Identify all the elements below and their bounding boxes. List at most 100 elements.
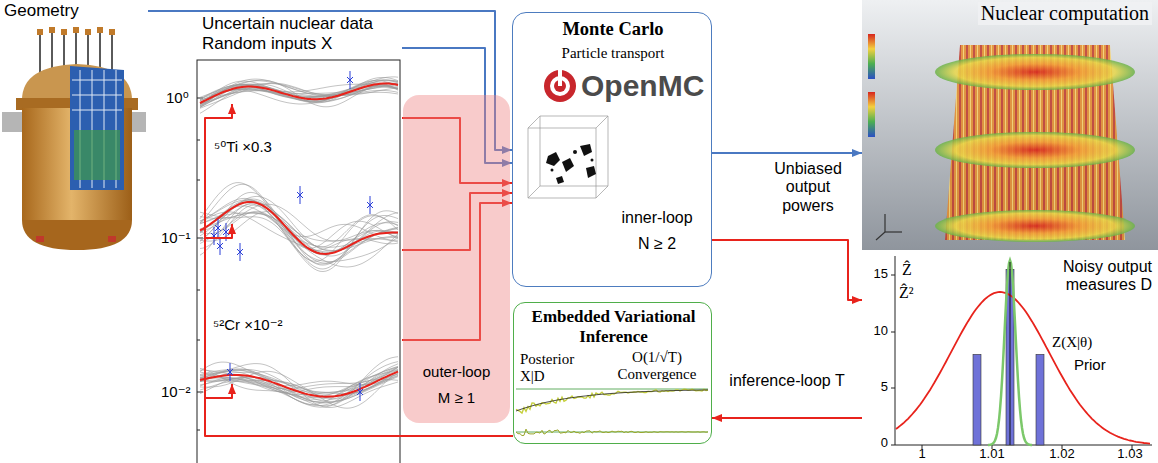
sample-curve [200, 184, 398, 261]
reactor-illustration [97, 27, 103, 33]
estimate-line [1010, 262, 1011, 445]
axis-tick: 0 [862, 436, 888, 451]
particle-scatter [573, 150, 577, 154]
reactor-illustration [37, 27, 115, 35]
connector-line [712, 152, 862, 154]
core-rendering [876, 232, 885, 240]
reactor-illustration [2, 27, 146, 250]
particle-scatter [528, 116, 608, 198]
measure-bar [1036, 354, 1044, 445]
geometry-panel: Geometry [0, 0, 148, 250]
mean-curve [200, 84, 398, 104]
measure-chart [891, 256, 1152, 449]
connector [712, 240, 862, 300]
reactor-illustration [61, 29, 67, 35]
data-point [217, 237, 223, 255]
posterior-note: Posterior X|D [520, 351, 592, 386]
sample-curve [200, 203, 398, 255]
cross-section-plot [197, 340, 200, 341]
core-rendering [935, 54, 1135, 90]
box-title: Embedded Variational Inference [519, 307, 708, 346]
data-point [367, 196, 373, 214]
particle-scatter [562, 158, 574, 172]
cross-section-plot [197, 60, 400, 463]
data-point [227, 363, 233, 381]
measure-chart [891, 332, 895, 333]
posterior-curve [988, 260, 1032, 445]
particle-scatter [546, 152, 560, 166]
data-point [357, 383, 363, 401]
cross-section-plot [197, 238, 203, 239]
chart-panel: Noisy output measures D [862, 252, 1158, 463]
axis-tick: 10⁰ [166, 89, 189, 106]
axis-tick: 10⁻¹ [161, 229, 191, 246]
reactor-illustration [73, 27, 79, 33]
particle-scatter [591, 159, 594, 162]
reactor-illustration [49, 27, 55, 33]
core-rendering [868, 92, 875, 137]
data-point [297, 186, 303, 204]
data-point [237, 243, 243, 261]
particle-scatter [580, 144, 592, 156]
axis-tick: 1.02 [1042, 447, 1082, 462]
reactor-illustration [72, 70, 122, 188]
sample-curve [200, 364, 398, 408]
data-point [215, 219, 221, 237]
core-rendering [935, 210, 1135, 242]
particle-scatter [528, 116, 608, 198]
core-rendering [868, 34, 875, 79]
sample-curve [200, 357, 398, 406]
sample-curve [200, 79, 398, 107]
reactor-illustration [74, 130, 120, 180]
process-box: Monte CarloParticle transportOpenMCinner… [512, 12, 712, 287]
cross-section-plot [197, 430, 200, 431]
reactor-illustration [2, 112, 24, 132]
loop-band: outer-loopM ≥ 1 [403, 95, 510, 423]
core-rendering [884, 214, 885, 232]
loop-name: inner-loop [605, 209, 709, 227]
noisy-trace [516, 389, 708, 413]
axis-tick: 1 [902, 447, 942, 462]
measure-chart [891, 445, 895, 446]
target-line [516, 389, 708, 390]
measure-chart [895, 445, 1152, 446]
sample-curve [200, 80, 398, 107]
reactor-illustration [109, 29, 115, 35]
panel-title: Noisy output measures D [1032, 258, 1152, 295]
connector-line [205, 384, 232, 398]
reactor-illustration [22, 220, 132, 250]
reactor-illustration [108, 236, 116, 242]
reactor-illustration [130, 112, 146, 132]
connector-line [205, 224, 232, 238]
axis-tick: 1.03 [1110, 447, 1150, 462]
reactor-illustration [70, 66, 124, 190]
prior-label: Z(X|θ) [1052, 334, 1092, 351]
particle-scatter [556, 176, 564, 184]
box-subtitle: Particle transport [513, 45, 713, 62]
measure-chart [895, 256, 896, 445]
reactor-illustration [37, 29, 43, 35]
measure-bar [973, 354, 981, 445]
measure-chart [891, 388, 895, 389]
mean-curve [200, 202, 398, 254]
measure-chart [862, 252, 1158, 463]
loop-count: M ≥ 1 [403, 389, 510, 406]
sample-curve [200, 183, 398, 267]
panel-title: Geometry [4, 1, 144, 21]
sample-curve [200, 200, 398, 250]
estimator-symbol: Ẑ [902, 261, 912, 279]
core-rendering [862, 0, 1158, 250]
convergence-note: O(1/√T) Convergence [606, 349, 708, 384]
isotope-label: ⁵⁰Ti ×0.3 [214, 138, 272, 155]
sample-curve [200, 78, 398, 103]
axis-tick: 15 [862, 267, 888, 282]
box-title: Monte Carlo [513, 19, 713, 40]
image-panel: Nuclear computation [862, 0, 1158, 250]
cross-section-plot [197, 180, 200, 181]
axis-tick: 1.01 [972, 447, 1012, 462]
openmc-icon [544, 69, 576, 102]
estimator-symbol: Ẑ² [899, 284, 914, 302]
core-rendering [885, 231, 902, 232]
isotope-label: ⁵²Cr ×10⁻² [213, 316, 283, 333]
